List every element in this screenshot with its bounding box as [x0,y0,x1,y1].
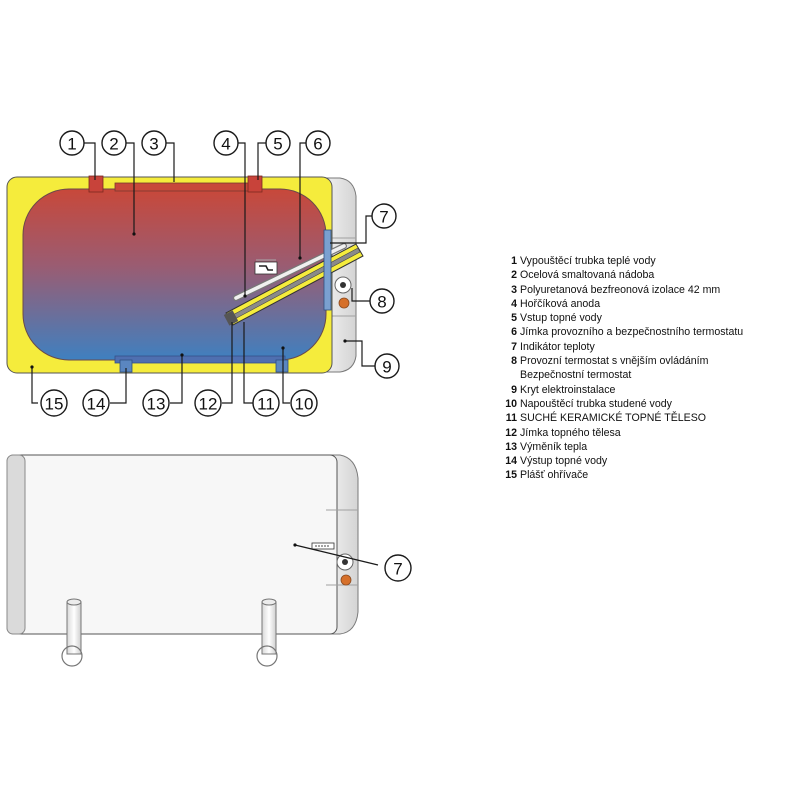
svg-text:13: 13 [147,395,166,414]
callout-2: 2 [101,130,127,156]
heater-cross-section [6,175,364,374]
heater-casing [6,454,338,635]
callout-1: 1 [59,130,85,156]
heating-water-inlet [247,175,263,193]
callout-12: 12 [194,389,222,417]
temperature-indicator [254,259,278,275]
callout-10: 10 [290,389,318,417]
callout-5: 5 [265,130,291,156]
svg-text:11: 11 [257,395,275,414]
svg-text:8: 8 [377,293,386,312]
svg-text:4: 4 [221,135,230,154]
callout-7: 7 [371,203,397,229]
svg-text:9: 9 [382,358,391,377]
heat-exchanger-top [114,182,256,192]
callout-7-exterior: 7 [384,554,412,582]
callout-3: 3 [141,130,167,156]
left-end-band [6,454,26,635]
svg-text:12: 12 [199,395,218,414]
svg-text:15: 15 [45,395,64,414]
heat-exchanger-bottom [114,355,286,364]
thermostat-well [323,229,332,311]
callout-13: 13 [142,389,170,417]
hot-water-pipe [88,175,104,193]
svg-text:7: 7 [393,560,402,579]
svg-text:7: 7 [379,208,388,227]
leader-lines [30,142,379,566]
svg-text:2: 2 [109,135,118,154]
legend-item-extra: Bezpečnostní termostat [520,369,632,382]
svg-text:6: 6 [313,135,322,154]
right-pipe [256,598,278,667]
svg-text:1: 1 [67,135,76,154]
svg-text:14: 14 [87,395,106,414]
callout-6: 6 [305,130,331,156]
cold-water-pipe [275,359,289,373]
callout-4: 4 [213,130,239,156]
svg-text:5: 5 [273,135,282,154]
svg-text:10: 10 [295,395,314,414]
callout-14: 14 [82,389,110,417]
svg-text:3: 3 [149,135,158,154]
left-pipe [61,598,83,667]
callout-8: 8 [369,288,395,314]
callout-11: 11 [252,389,280,417]
thermostat-knob [334,276,352,309]
heater-exterior [6,454,359,667]
callout-9: 9 [374,353,400,379]
callout-15: 15 [40,389,68,417]
